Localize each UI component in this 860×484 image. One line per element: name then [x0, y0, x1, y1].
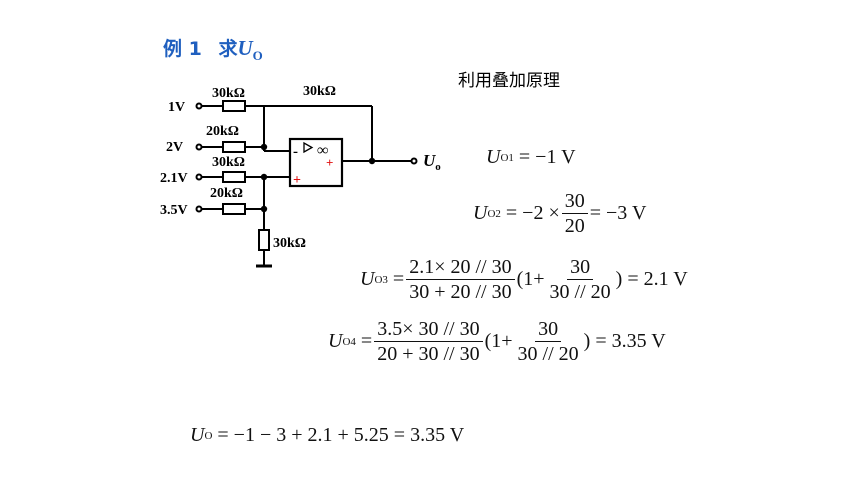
input-label: 2V — [166, 140, 183, 155]
ground-resistor-label: 30kΩ — [273, 236, 306, 251]
example-label: 例 1 — [163, 38, 202, 60]
input-label: 1V — [168, 100, 185, 115]
resistor-r3 — [222, 171, 246, 183]
resistor-label: 20kΩ — [210, 186, 243, 201]
infinity-gain: ∞ — [317, 142, 328, 159]
resistor-r4 — [222, 203, 246, 215]
resistor-label: 30kΩ — [212, 86, 245, 101]
output-label: Uo — [423, 151, 441, 173]
feedback-resistor-label: 30kΩ — [303, 84, 336, 99]
method-note: 利用叠加原理 — [458, 71, 560, 91]
output-terminal — [410, 157, 418, 165]
terminal-2v — [195, 143, 203, 151]
resistor-ground — [258, 229, 270, 251]
junction-dot — [368, 157, 376, 165]
inverting-sign: - — [293, 144, 298, 160]
opamp-body — [288, 137, 344, 188]
terminal-2.1v — [195, 173, 203, 181]
terminal-1v — [195, 102, 203, 110]
noninverting-sign: + — [293, 173, 301, 188]
output-sign: + — [326, 155, 333, 170]
resistor-r2 — [222, 141, 246, 153]
resistor-label: 30kΩ — [212, 155, 245, 170]
terminal-3.5v — [195, 205, 203, 213]
resistor-label: 20kΩ — [206, 124, 239, 139]
input-label: 3.5V — [160, 203, 188, 218]
ask-label: 求 — [218, 38, 238, 60]
junction-dot — [260, 143, 268, 151]
page-title: 例 1 求UO — [163, 34, 263, 64]
opamp-triangle — [303, 141, 314, 154]
input-label: 2.1V — [160, 171, 188, 186]
junction-dot — [260, 173, 268, 181]
resistor-r1 — [222, 100, 246, 112]
junction-dot — [260, 205, 268, 213]
title-variable: UO — [237, 36, 263, 64]
